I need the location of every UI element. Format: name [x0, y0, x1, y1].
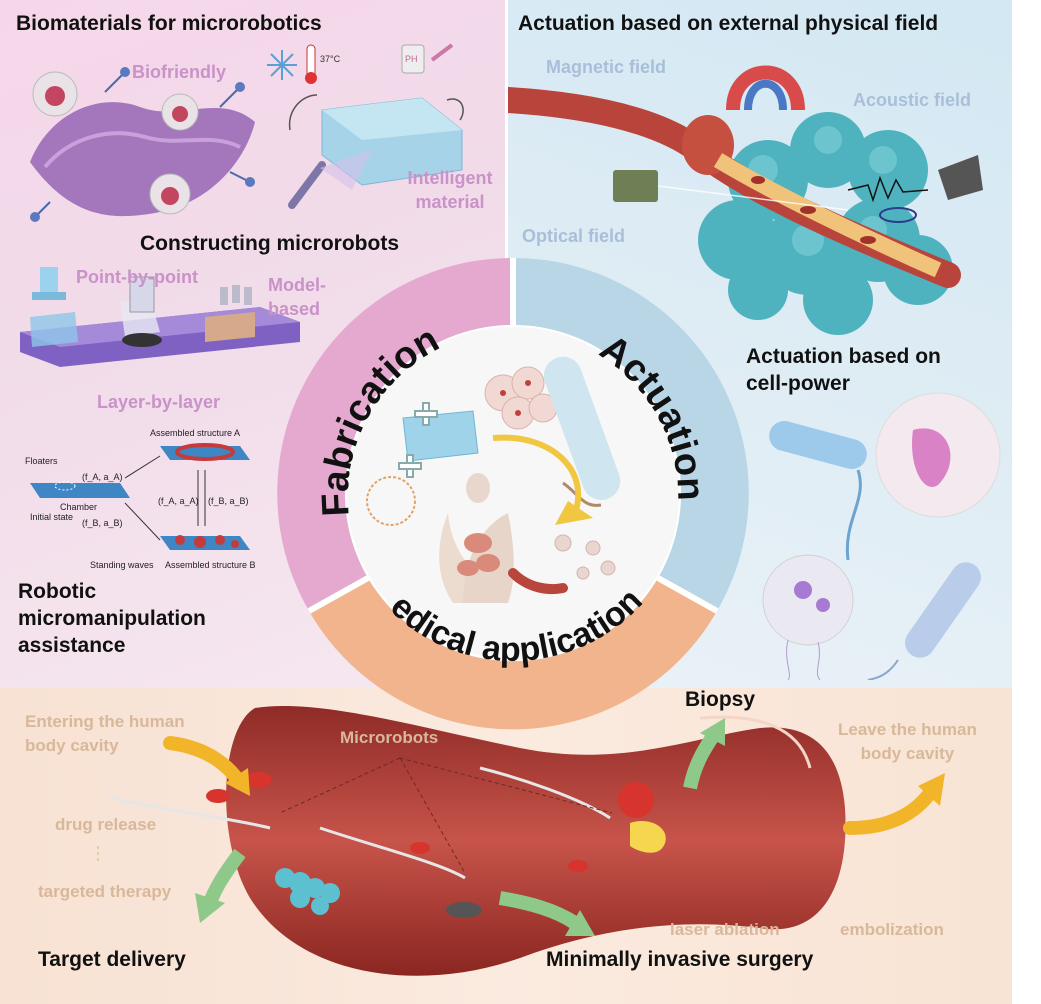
microrobots-label: Microrobots: [340, 728, 439, 747]
standing-waves-label: Standing waves: [90, 560, 154, 570]
arrow-label-3: (f_A, a_A): [158, 496, 199, 506]
minimally-invasive-label: Minimally invasive surgery: [546, 948, 814, 971]
center-illustration: [366, 356, 621, 603]
embolization-label: embolization: [840, 920, 944, 939]
arrow-label-2: (f_B, a_B): [82, 518, 123, 528]
biomaterials-title: Biomaterials for microrobotics: [16, 12, 322, 35]
targeted-therapy-label: targeted therapy: [38, 882, 172, 901]
magnetic-field-label: Magnetic field: [546, 57, 667, 77]
entering-label: Entering the human body cavity: [25, 712, 185, 755]
cell-power-illustration: [762, 392, 1001, 680]
floaters-label: Floaters: [25, 456, 58, 466]
point-by-point-label: Point-by-point: [76, 267, 198, 287]
biofriendly-label: Biofriendly: [132, 62, 227, 82]
leave-label: Leave the human body cavity: [838, 720, 977, 763]
biomaterial-sheet-illustration: [30, 67, 255, 222]
constructing-title: Constructing microrobots: [140, 232, 400, 255]
intelligent-material-label: Intelligent material: [407, 168, 493, 212]
intelligent-material-illustration: 37°C PH: [267, 43, 464, 209]
external-field-title: Actuation based on external physical fie…: [518, 12, 939, 35]
arrow-label-1: (f_A, a_A): [82, 472, 123, 482]
assembled-a-label: Assembled structure A: [150, 428, 241, 438]
robotic-micromanipulation-title: Robotic micromanipulation assistance: [18, 580, 206, 657]
target-delivery-label: Target delivery: [38, 948, 186, 971]
drug-release-label: drug release: [55, 815, 157, 834]
initial-state-label: Initial state: [30, 512, 74, 522]
medical-panel: Entering the human body cavity Microrobo…: [0, 688, 1012, 1004]
chamber-label: Chamber: [60, 502, 98, 512]
temperature-label: 37°C: [320, 54, 341, 64]
assembled-b-label: Assembled structure B: [165, 560, 256, 570]
vessel-illustration: [97, 706, 945, 976]
optical-field-label: Optical field: [522, 226, 626, 246]
ph-label: PH: [405, 54, 418, 64]
printing-platform-illustration: [20, 267, 300, 367]
external-field-illustration: [508, 65, 983, 335]
center-ring: Fabrication Actuation Medical applicatio…: [263, 243, 749, 730]
acoustic-assembly-schematic: Assembled structure A Floaters (f_A, a_A…: [20, 428, 270, 578]
biopsy-label: Biopsy: [685, 688, 756, 711]
model-based-label: Model- based: [268, 275, 326, 319]
laser-ablation-label: laser ablation: [670, 920, 780, 939]
layer-by-layer-label: Layer-by-layer: [97, 392, 221, 412]
arrow-label-4: (f_B, a_B): [208, 496, 249, 506]
acoustic-field-label: Acoustic field: [853, 90, 972, 110]
cell-power-title: Actuation based on cell-power: [746, 345, 941, 395]
snowflake-icon: [267, 50, 297, 80]
